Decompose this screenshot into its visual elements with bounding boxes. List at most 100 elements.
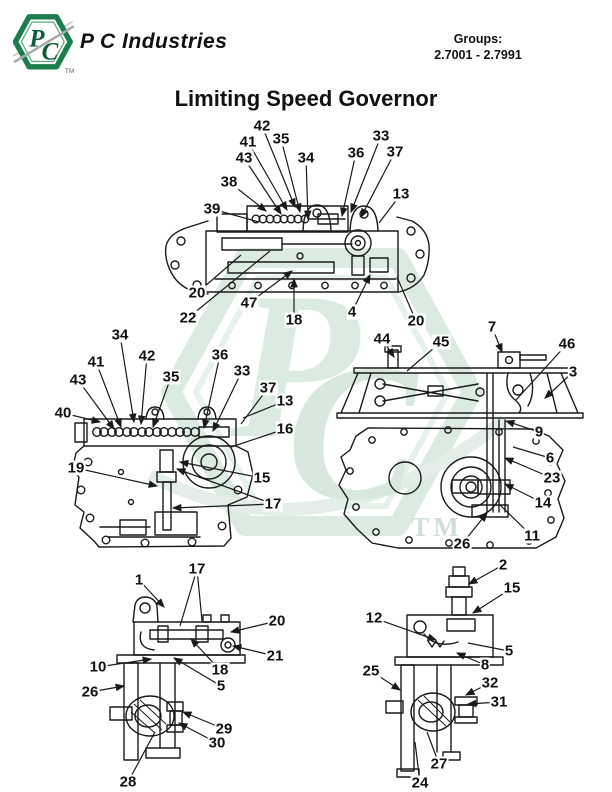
callout-drive-assembly-right-25: 25: [361, 662, 381, 680]
callout-drive-assembly-right-24: 24: [410, 774, 430, 792]
mounting-ear: [132, 596, 159, 623]
control-rod: [162, 481, 172, 531]
leader-line-drive-assembly-right-32: [464, 682, 491, 696]
drive-bearing: [440, 456, 502, 518]
callout-top-rear-view-41: 41: [238, 133, 258, 151]
callout-drive-assembly-left-17: 17: [187, 560, 207, 578]
leader-line-linkage-and-end-cover-view-26: [461, 512, 488, 545]
leader-line-side-cover-view-42: [137, 355, 148, 426]
callout-side-cover-view-35: 35: [161, 368, 181, 386]
callout-drive-assembly-left-21: 21: [265, 647, 285, 665]
governor-weight-bearing: [344, 229, 372, 257]
leader-line-top-rear-view-35: [280, 138, 302, 214]
leader-line-top-rear-view-39: [211, 208, 260, 223]
callout-side-cover-view-13: 13: [275, 392, 295, 410]
leader-line-top-rear-view-34: [303, 157, 312, 221]
leader-line-drive-assembly-left-1: [138, 579, 165, 608]
callout-drive-assembly-left-26: 26: [80, 683, 100, 701]
leader-line-linkage-and-end-cover-view-3: [544, 371, 574, 399]
leader-line-side-cover-view-34: [119, 334, 137, 424]
leader-line-drive-assembly-left-17: [179, 568, 198, 627]
leader-line-drive-assembly-right-5: [467, 642, 510, 652]
leader-line-drive-assembly-left-5: [172, 657, 222, 687]
callout-top-rear-view-13: 13: [391, 185, 411, 203]
callout-drive-assembly-right-12: 12: [364, 609, 384, 627]
callout-top-rear-view-20: 20: [406, 312, 426, 330]
groups-block: Groups: 2.7001 - 2.7991: [408, 32, 548, 63]
callout-drive-assembly-right-8: 8: [479, 656, 491, 674]
leader-line-side-cover-view-35: [152, 376, 172, 429]
callout-drive-assembly-right-32: 32: [480, 674, 500, 692]
callout-linkage-and-end-cover-view-6: 6: [544, 449, 556, 467]
leader-line-top-rear-view-4: [351, 273, 371, 313]
mounting-plate: [353, 367, 573, 374]
callout-top-rear-view-34: 34: [296, 149, 316, 167]
callout-top-rear-view-43: 43: [234, 149, 254, 167]
leader-line-drive-assembly-right-24: [414, 741, 421, 784]
governor-body: [406, 614, 494, 658]
callout-side-cover-view-37: 37: [258, 379, 278, 397]
leader-line-linkage-and-end-cover-view-7: [491, 326, 503, 354]
callout-drive-assembly-right-2: 2: [497, 556, 509, 574]
leader-line-drive-assembly-right-31: [466, 699, 500, 708]
leader-line-top-rear-view-36: [340, 152, 357, 218]
callout-top-rear-view-37: 37: [385, 143, 405, 161]
diagram-drive-assembly-right: [385, 566, 504, 778]
leader-line-side-cover-view-17: [171, 503, 274, 512]
leader-line-top-rear-view-37: [360, 151, 396, 219]
leader-line-drive-assembly-left-18: [190, 638, 221, 671]
callout-drive-assembly-left-10: 10: [88, 658, 108, 676]
leader-line-linkage-and-end-cover-view-9: [504, 420, 540, 433]
pc-industries-logo: P C TM: [13, 14, 75, 74]
leader-line-drive-assembly-right-25: [370, 670, 402, 691]
leader-line-top-rear-view-43: [243, 157, 282, 216]
leader-line-drive-assembly-right-8: [455, 652, 486, 666]
leader-line-drive-assembly-right-12: [373, 617, 438, 641]
logo-letter-p: P: [28, 26, 45, 53]
logo-hexagon-inner: [20, 21, 65, 63]
logo-slash: [13, 25, 75, 64]
callout-top-rear-view-33: 33: [371, 127, 391, 145]
callout-drive-assembly-left-30: 30: [207, 734, 227, 752]
leader-line-side-cover-view-13: [242, 400, 286, 419]
callout-top-rear-view-4: 4: [346, 303, 358, 321]
callout-side-cover-view-16: 16: [275, 420, 295, 438]
callout-linkage-and-end-cover-view-11: 11: [523, 527, 541, 545]
logo-tm: TM: [65, 68, 74, 74]
callout-top-rear-view-35: 35: [271, 130, 291, 148]
callout-top-rear-view-18: 18: [284, 311, 304, 329]
drive-coupling: [125, 695, 175, 737]
callout-linkage-and-end-cover-view-23: 23: [542, 469, 562, 487]
callout-side-cover-view-17: 17: [263, 495, 283, 513]
leader-line-top-rear-view-22: [187, 250, 271, 319]
callout-linkage-and-end-cover-view-46: 46: [557, 335, 577, 353]
leader-line-top-rear-view-47: [248, 270, 293, 304]
callout-top-rear-view-38: 38: [219, 173, 239, 191]
leader-line-drive-assembly-left-17: [196, 568, 203, 622]
callout-top-rear-view-36: 36: [346, 144, 366, 162]
callout-linkage-and-end-cover-view-14: 14: [533, 494, 553, 512]
leader-line-drive-assembly-right-27: [426, 731, 440, 765]
watermark-letter-c: C: [287, 325, 419, 541]
leader-line-linkage-and-end-cover-view-14: [503, 483, 544, 504]
callout-linkage-and-end-cover-view-9: 9: [533, 423, 545, 441]
bearing: [182, 435, 236, 489]
groups-label: Groups:: [453, 32, 503, 46]
callout-drive-assembly-left-29: 29: [214, 720, 234, 738]
leader-line-linkage-and-end-cover-view-11: [499, 504, 533, 537]
diagram-side-cover-view: [71, 406, 254, 548]
leader-line-linkage-and-end-cover-view-23: [503, 457, 553, 479]
page-title: Limiting Speed Governor: [174, 86, 438, 111]
callout-side-cover-view-43: 43: [68, 371, 88, 389]
leader-line-top-rear-view-42: [261, 125, 296, 209]
callout-side-cover-view-33: 33: [232, 362, 252, 380]
callout-drive-assembly-right-15: 15: [502, 579, 522, 597]
leader-line-linkage-and-end-cover-view-6: [512, 446, 551, 459]
callout-side-cover-view-19: 19: [66, 459, 86, 477]
callout-linkage-and-end-cover-view-3: 3: [567, 363, 579, 381]
end-cover-plate: [338, 427, 566, 549]
callout-side-cover-view-36: 36: [210, 346, 230, 364]
